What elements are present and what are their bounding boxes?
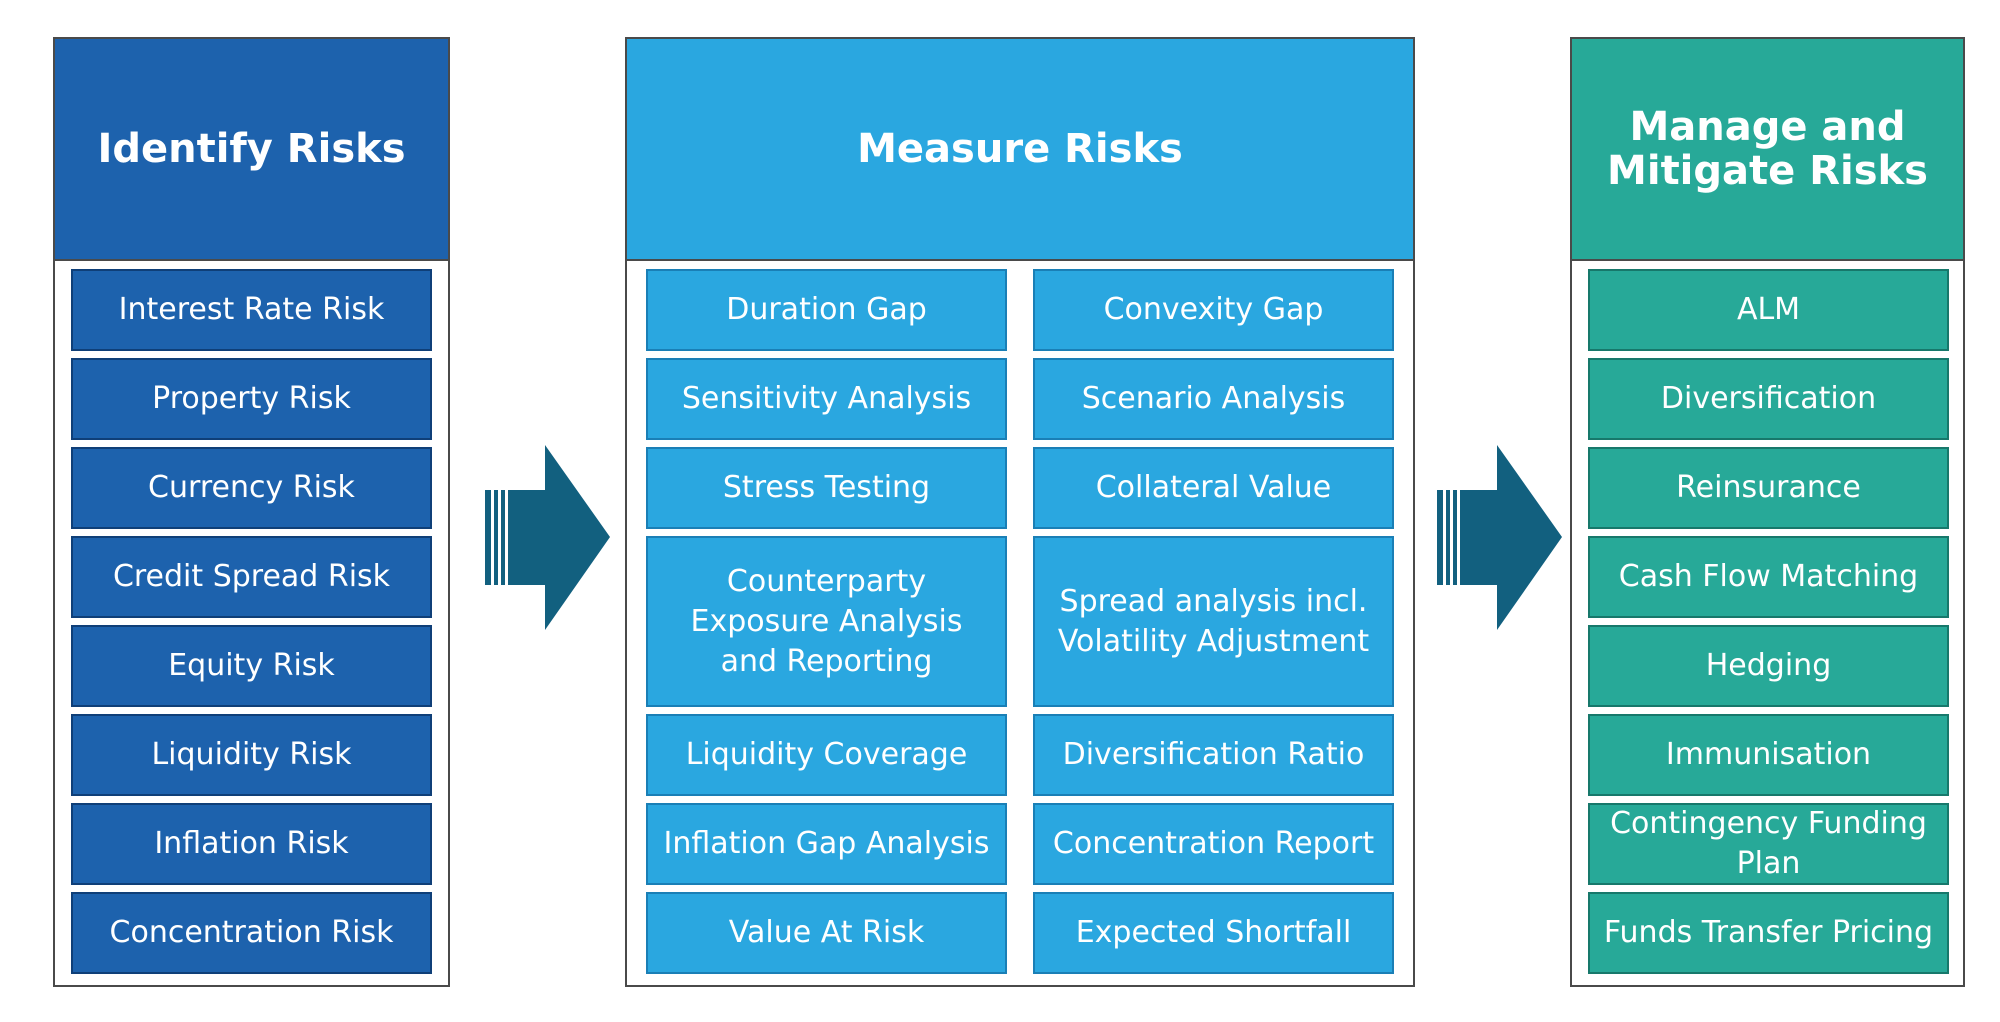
identify-item: Concentration Risk — [71, 892, 432, 974]
measure-risks-header: Measure Risks — [627, 39, 1413, 261]
measure-item-left: Counterparty Exposure Analysis and Repor… — [646, 536, 1007, 707]
measure-item-left: Inflation Gap Analysis — [646, 803, 1007, 885]
identify-item: Property Risk — [71, 358, 432, 440]
manage-item: Reinsurance — [1588, 447, 1949, 529]
identify-item: Equity Risk — [71, 625, 432, 707]
identify-item: Liquidity Risk — [71, 714, 432, 796]
flow-arrow-icon — [485, 445, 610, 630]
measure-item-left: Sensitivity Analysis — [646, 358, 1007, 440]
identify-item: Credit Spread Risk — [71, 536, 432, 618]
identify-item: Currency Risk — [71, 447, 432, 529]
manage-item: Contingency Funding Plan — [1588, 803, 1949, 885]
measure-item-right: Collateral Value — [1033, 447, 1394, 529]
measure-item-left: Liquidity Coverage — [646, 714, 1007, 796]
measure-item-right: Concentration Report — [1033, 803, 1394, 885]
flow-arrow-icon — [1437, 445, 1562, 630]
manage-item: Cash Flow Matching — [1588, 536, 1949, 618]
measure-item-right: Convexity Gap — [1033, 269, 1394, 351]
measure-item-left: Stress Testing — [646, 447, 1007, 529]
measure-item-right: Expected Shortfall — [1033, 892, 1394, 974]
measure-item-right: Spread analysis incl. Volatility Adjustm… — [1033, 536, 1394, 707]
manage-item: Hedging — [1588, 625, 1949, 707]
identify-risks-column: Identify Risks Interest Rate Risk Proper… — [53, 37, 450, 987]
identify-item: Inflation Risk — [71, 803, 432, 885]
measure-item-left: Duration Gap — [646, 269, 1007, 351]
manage-item: Immunisation — [1588, 714, 1949, 796]
measure-item-left: Value At Risk — [646, 892, 1007, 974]
measure-item-right: Diversification Ratio — [1033, 714, 1394, 796]
measure-risks-column: Measure Risks Duration Gap Sensitivity A… — [625, 37, 1415, 987]
identify-item: Interest Rate Risk — [71, 269, 432, 351]
manage-risks-column: Manage and Mitigate Risks ALM Diversific… — [1570, 37, 1965, 987]
measure-item-right: Scenario Analysis — [1033, 358, 1394, 440]
manage-item: Funds Transfer Pricing — [1588, 892, 1949, 974]
manage-risks-header: Manage and Mitigate Risks — [1572, 39, 1963, 261]
manage-item: Diversification — [1588, 358, 1949, 440]
manage-item: ALM — [1588, 269, 1949, 351]
identify-risks-header: Identify Risks — [55, 39, 448, 261]
